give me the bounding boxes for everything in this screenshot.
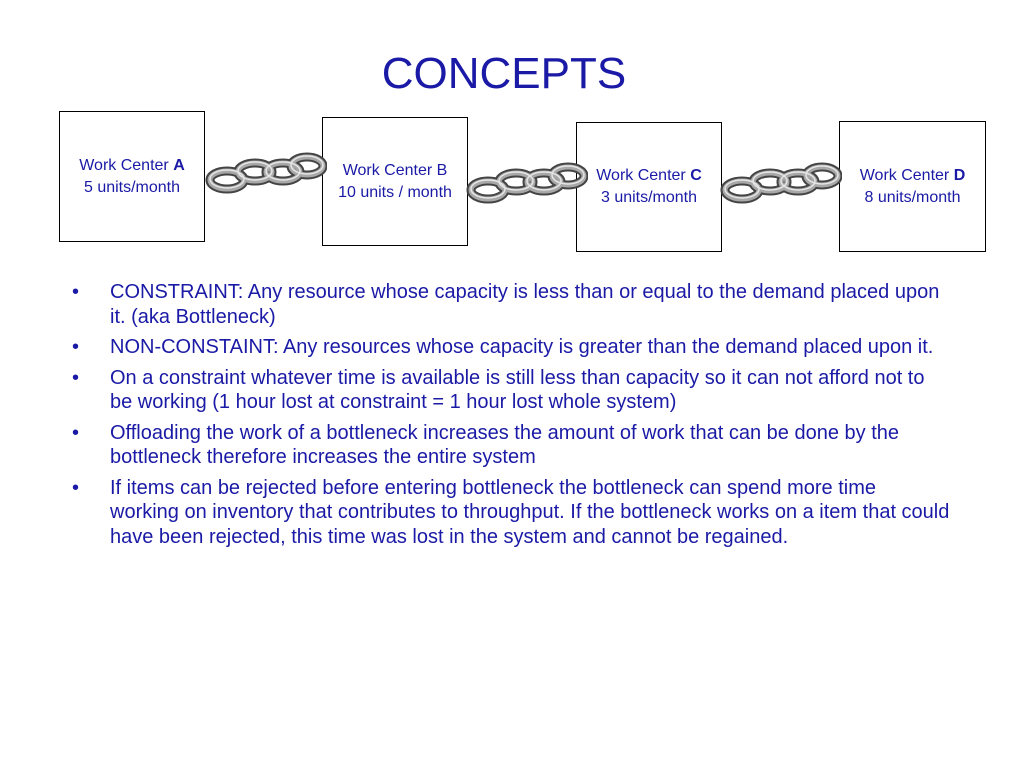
bullet-constraint-time: On a constraint whatever time is availab… xyxy=(70,366,950,415)
chain-link-icon xyxy=(205,152,327,194)
bullet-constraint: CONSTRAINT: Any resource whose capacity … xyxy=(70,280,950,329)
work-center-d-label: Work Center D xyxy=(859,166,966,184)
work-center-b-box: Work Center B 10 units / month xyxy=(322,117,468,246)
page-title: CONCEPTS xyxy=(381,49,627,98)
work-center-c-label: Work Center C xyxy=(596,167,702,184)
work-center-b-label: Work Center B xyxy=(342,161,448,179)
work-center-b-capacity: 10 units / month xyxy=(338,183,452,201)
work-center-a-box: Work Center A 5 units/month xyxy=(59,111,205,242)
work-center-a-label: Work Center A xyxy=(79,156,185,174)
bullet-non-constraint: NON-CONSTAINT: Any resources whose capac… xyxy=(70,335,950,360)
bullet-offloading: Offloading the work of a bottleneck incr… xyxy=(70,421,950,470)
concept-list: CONSTRAINT: Any resource whose capacity … xyxy=(70,280,950,555)
work-center-d-capacity: 8 units/month xyxy=(864,188,961,206)
chain-link-icon xyxy=(466,162,588,204)
chain-link-icon xyxy=(720,162,842,204)
work-center-d-box: Work Center D 8 units/month xyxy=(839,121,986,252)
work-center-c-box: Work Center C 3 units/month xyxy=(576,122,722,252)
work-center-c-capacity: 3 units/month xyxy=(600,189,698,206)
work-center-a-capacity: 5 units/month xyxy=(83,178,181,196)
bullet-rejection: If items can be rejected before entering… xyxy=(70,476,950,550)
